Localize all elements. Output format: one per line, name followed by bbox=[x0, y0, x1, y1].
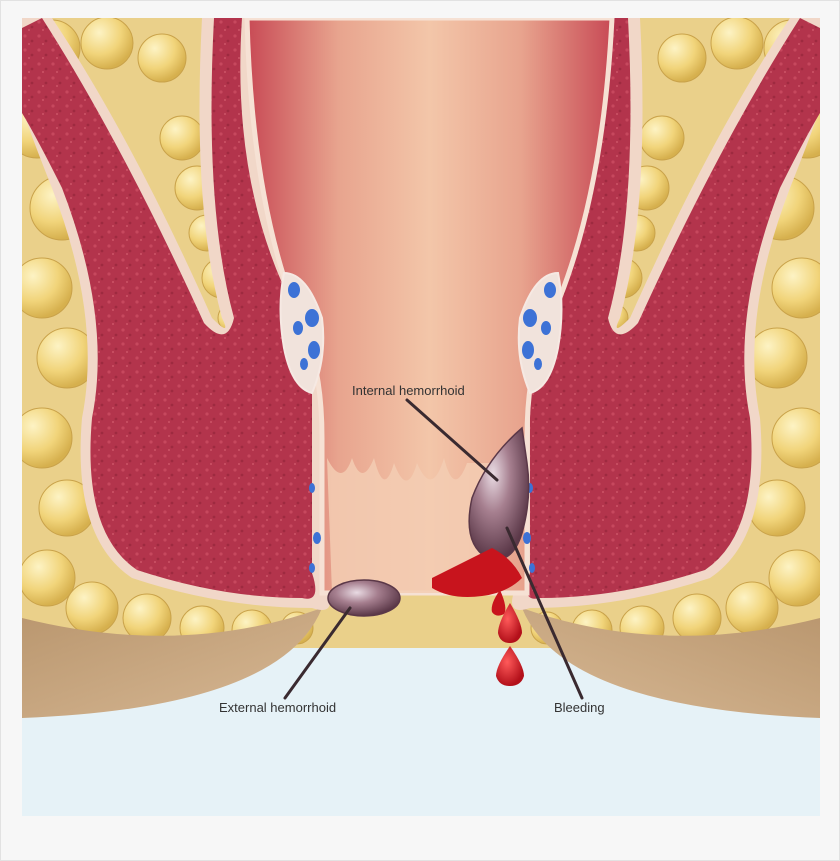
hemorrhoid-anatomy-illustration: Internal hemorrhoid External hemorrhoid … bbox=[22, 18, 820, 816]
label-bleeding: Bleeding bbox=[554, 701, 605, 715]
label-external-hemorrhoid: External hemorrhoid bbox=[219, 701, 336, 715]
anatomy-svg bbox=[22, 18, 820, 816]
label-internal-hemorrhoid: Internal hemorrhoid bbox=[352, 384, 465, 398]
external-hemorrhoid bbox=[328, 580, 400, 616]
